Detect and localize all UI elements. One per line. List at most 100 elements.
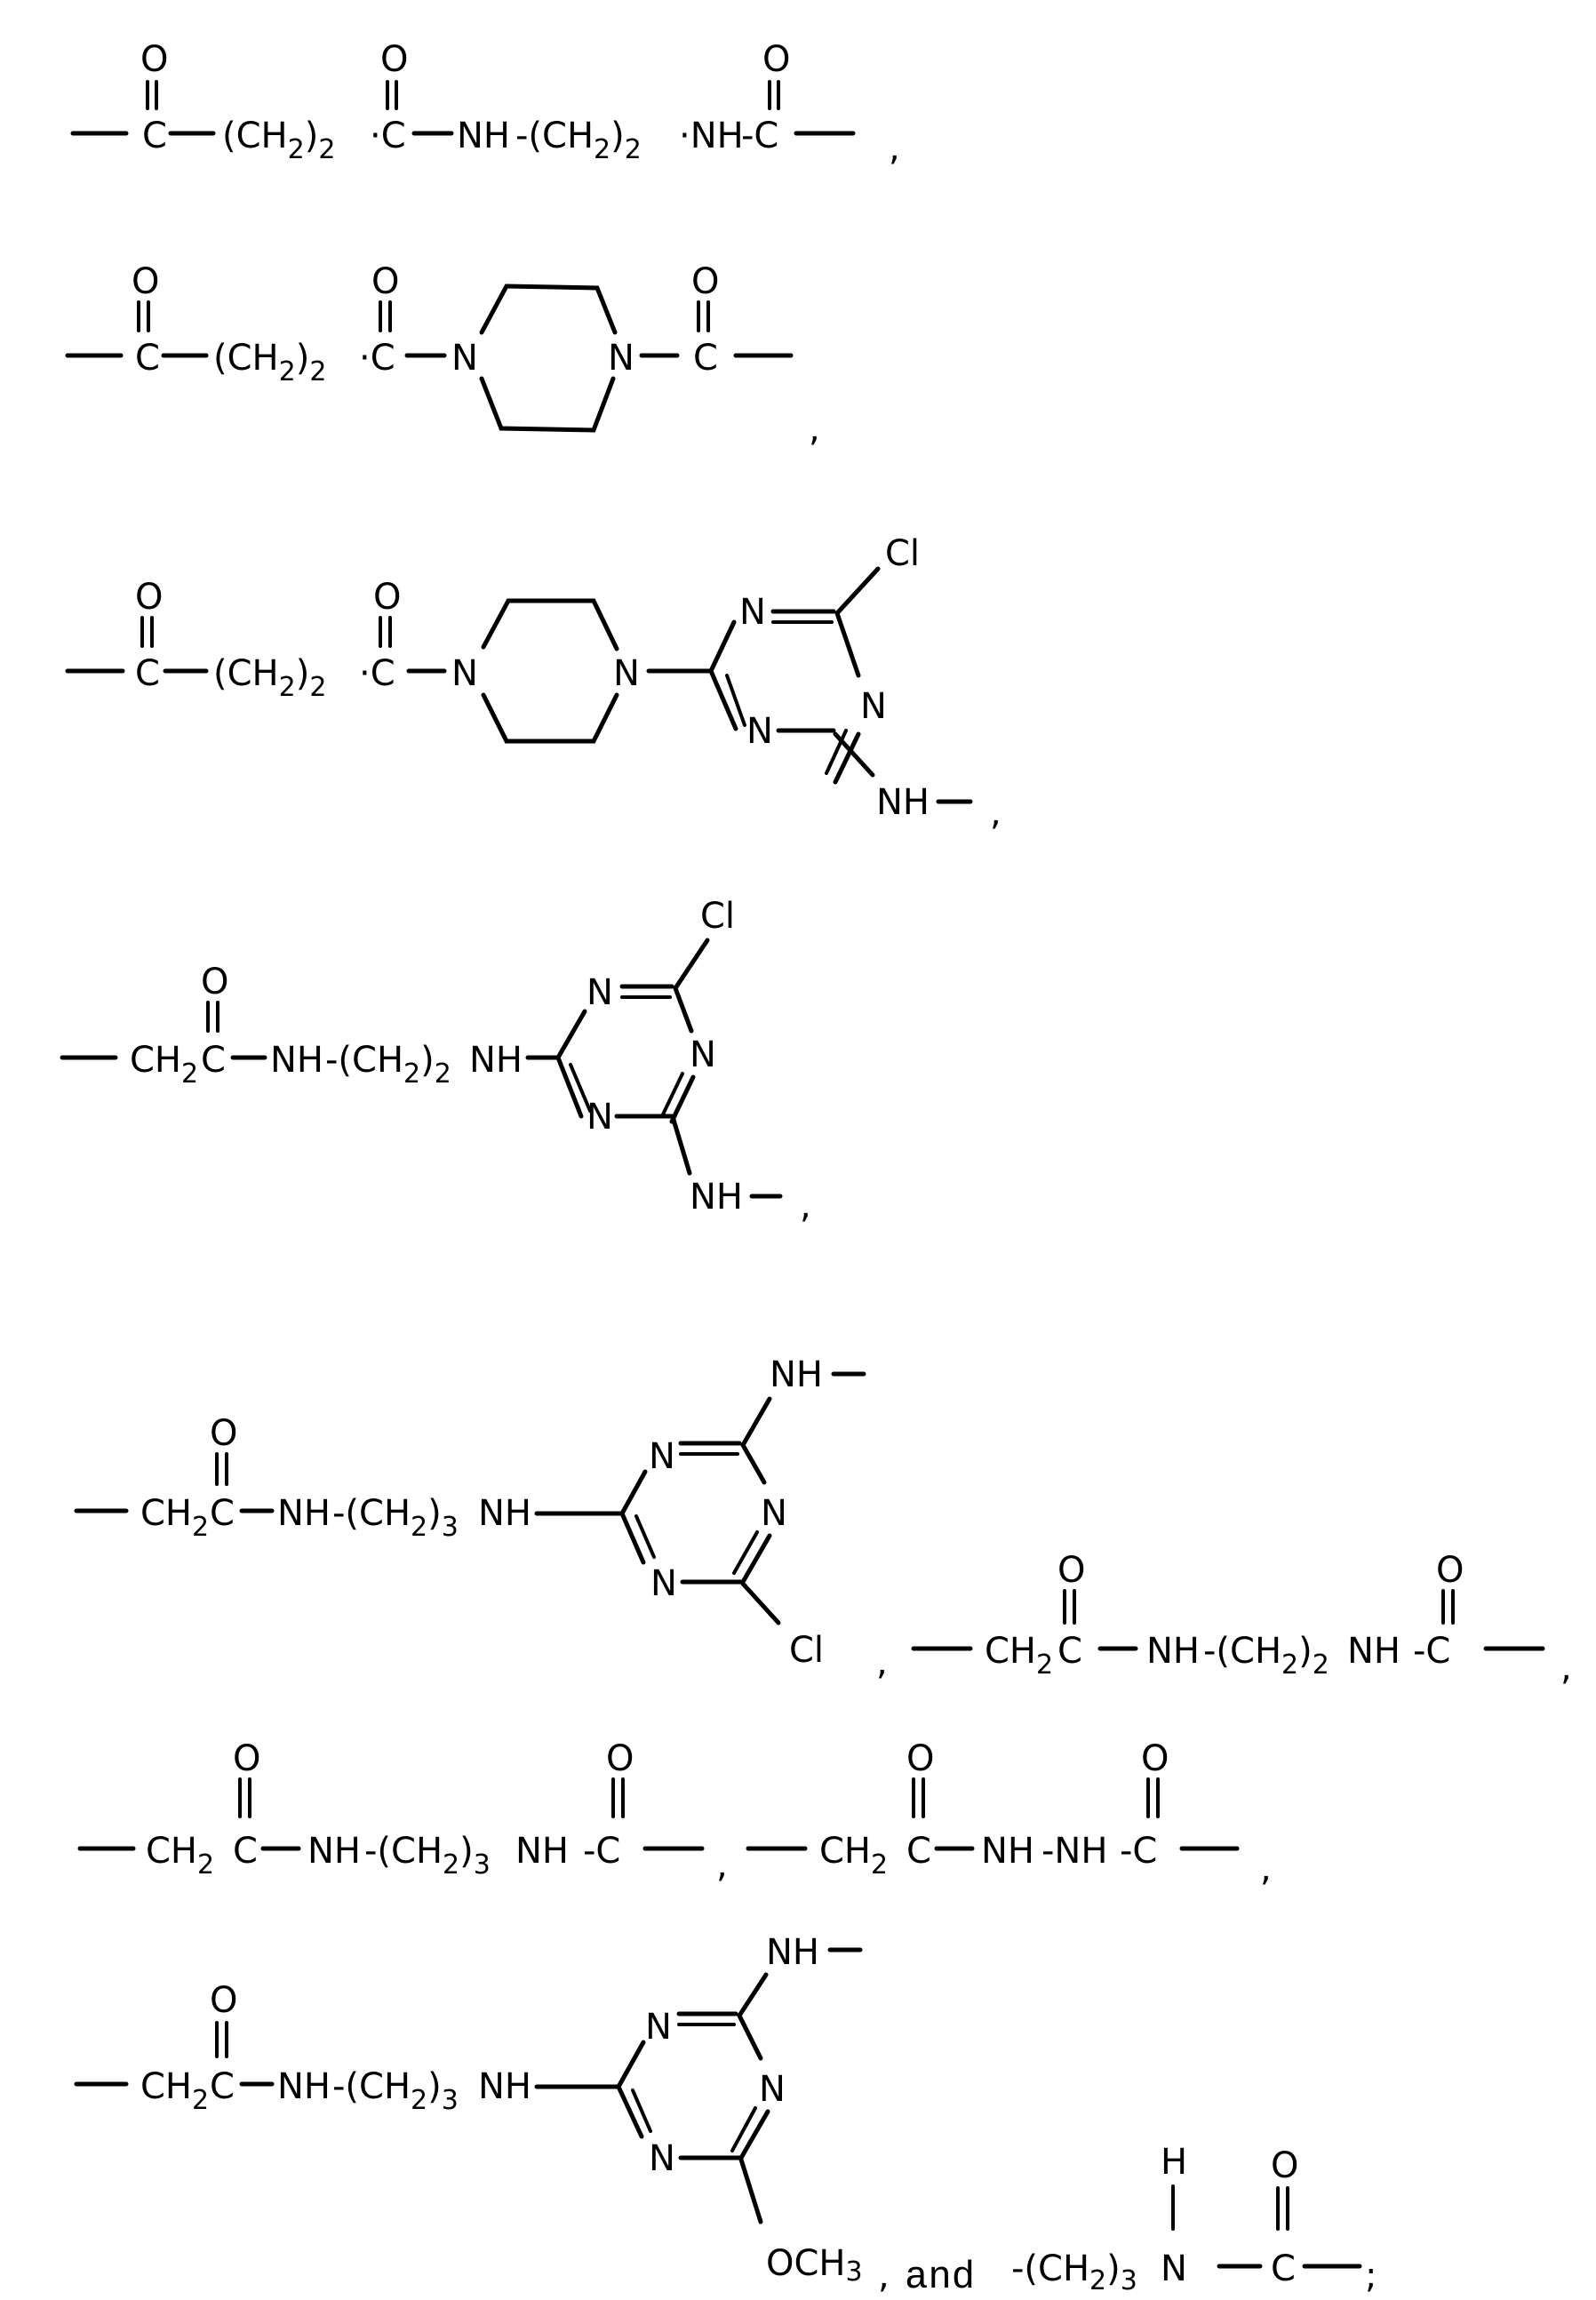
group-nh: NH bbox=[515, 1831, 569, 1872]
group-nh: NH bbox=[876, 782, 930, 823]
atom-c: -C bbox=[1413, 1631, 1450, 1672]
atom-c: C bbox=[693, 338, 718, 379]
atom-n: N bbox=[608, 338, 634, 379]
group-ch2: CH2 bbox=[146, 1831, 214, 1881]
structure-5: CH2 C O NH -(CH2)3 NH N NH N N Cl , bbox=[74, 1354, 888, 1683]
group-ch2: CH2 bbox=[985, 1631, 1053, 1681]
triazine-n: N bbox=[587, 972, 613, 1013]
separator: , bbox=[1560, 1648, 1572, 1689]
triazine-n: N bbox=[759, 2069, 786, 2110]
atom-o: O bbox=[373, 577, 401, 618]
atom-cl: Cl bbox=[885, 533, 920, 574]
atom-c: C bbox=[210, 1493, 235, 1534]
group-ch2: -(CH2)3 bbox=[332, 2066, 459, 2116]
separator: , bbox=[878, 2256, 890, 2296]
separator: , bbox=[990, 793, 1001, 834]
structure-3: C O (CH2)2 ·C O N N N Cl N N NH , bbox=[65, 533, 1001, 834]
atom-o: O bbox=[380, 39, 408, 80]
group-ch2: (CH2)2 bbox=[222, 116, 335, 165]
group-ch2: CH2 bbox=[140, 2066, 209, 2116]
group-nh: NH bbox=[478, 1493, 531, 1534]
atom-c: C bbox=[135, 653, 160, 694]
atom-o: O bbox=[210, 1980, 237, 2021]
group-nh: NH bbox=[1146, 1631, 1200, 1672]
atom-o: O bbox=[1436, 1550, 1464, 1591]
triazine-n: N bbox=[645, 2007, 672, 2048]
atom-o: O bbox=[371, 261, 399, 302]
separator: , bbox=[800, 1186, 811, 1226]
atom-c: ·C bbox=[359, 653, 395, 694]
atom-c: ·C bbox=[370, 116, 406, 156]
group-ch2: -(CH2)3 bbox=[364, 1831, 491, 1881]
triazine-n: N bbox=[739, 592, 766, 633]
atom-o: O bbox=[691, 261, 719, 302]
triazine-n: N bbox=[649, 1436, 675, 1477]
atom-o: O bbox=[606, 1738, 634, 1779]
conjunction-and: and bbox=[905, 2256, 975, 2300]
group-nh-top: NH bbox=[766, 1932, 819, 1973]
separator: , bbox=[809, 409, 820, 450]
atom-h: H bbox=[1161, 2142, 1187, 2183]
atom-c: ·C bbox=[359, 338, 395, 379]
group-ch2: -(CH2)3 bbox=[332, 1493, 459, 1543]
triazine-n: N bbox=[860, 686, 887, 727]
atom-n: N bbox=[1161, 2248, 1187, 2289]
atom-c: C bbox=[906, 1831, 931, 1872]
atom-o: O bbox=[210, 1413, 237, 1454]
separator: , bbox=[876, 1642, 888, 1683]
triazine-n: N bbox=[649, 2138, 675, 2179]
group-nh: NH bbox=[457, 116, 510, 156]
group-ch2: -(CH2)2 bbox=[325, 1040, 451, 1090]
structure-9: CH2 C O NH -(CH2)3 NH N NH N N OCH3 , bbox=[74, 1932, 890, 2296]
atom-c: C bbox=[1271, 2248, 1296, 2289]
triazine-n: N bbox=[746, 711, 773, 752]
terminator-semicolon: ; bbox=[1365, 2256, 1377, 2296]
group-ch2: (CH2)2 bbox=[213, 653, 326, 703]
atom-o: O bbox=[233, 1738, 260, 1779]
separator: , bbox=[1260, 1849, 1272, 1889]
atom-n: N bbox=[613, 653, 640, 694]
atom-o: O bbox=[762, 39, 790, 80]
structure-6: CH2 C O NH -(CH2)2 NH -C O , bbox=[911, 1550, 1572, 1689]
group-nh-top: NH bbox=[770, 1354, 823, 1395]
atom-cl: Cl bbox=[700, 896, 735, 937]
atom-n: N bbox=[451, 338, 478, 379]
atom-c: C bbox=[233, 1831, 258, 1872]
group-ch2: (CH2)2 bbox=[213, 338, 326, 387]
structure-8: CH2 C O NH -NH -C O , bbox=[746, 1738, 1272, 1889]
group-nh: NH bbox=[690, 1177, 743, 1218]
atom-n: N bbox=[451, 653, 478, 694]
atom-cl: Cl bbox=[789, 1630, 824, 1671]
group-nh: NH bbox=[307, 1831, 361, 1872]
separator: , bbox=[716, 1845, 728, 1886]
atom-c: -C bbox=[1120, 1831, 1157, 1872]
atom-c: C bbox=[201, 1040, 226, 1081]
group-nh: NH bbox=[478, 2066, 531, 2107]
atom-o: O bbox=[1141, 1738, 1169, 1779]
structure-4: CH2 C O NH -(CH2)2 NH N Cl N N NH , bbox=[60, 896, 811, 1226]
group-nh: NH bbox=[469, 1040, 523, 1081]
group-ch2: CH2 bbox=[130, 1040, 198, 1090]
separator: , bbox=[889, 128, 900, 169]
atom-c: C bbox=[135, 338, 160, 379]
atom-o: O bbox=[140, 39, 168, 80]
group-nh: NH bbox=[1347, 1631, 1400, 1672]
group-ch2: -(CH2)2 bbox=[1203, 1631, 1329, 1681]
group-nh: NH bbox=[270, 1040, 323, 1081]
group-ch2: CH2 bbox=[140, 1493, 209, 1543]
group-ch2: -(CH2)3 bbox=[1011, 2248, 1137, 2296]
atom-c: C bbox=[1057, 1631, 1082, 1672]
triazine-n: N bbox=[587, 1097, 613, 1138]
atom-o: O bbox=[1057, 1550, 1085, 1591]
structure-2: C O (CH2)2 ·C O N N C O , bbox=[65, 261, 820, 450]
group-ch2: CH2 bbox=[819, 1831, 888, 1881]
group-nh: ·NH bbox=[679, 116, 744, 156]
atom-o: O bbox=[906, 1738, 934, 1779]
structure-7: CH2 C O NH -(CH2)3 NH -C O , bbox=[77, 1738, 728, 1886]
group-nh: NH bbox=[277, 2066, 331, 2107]
group-nh: NH bbox=[981, 1831, 1034, 1872]
atom-o: O bbox=[201, 962, 228, 1002]
group-nh: NH bbox=[277, 1493, 331, 1534]
structure-10: and -(CH2)3 N H C O ; bbox=[905, 2142, 1377, 2300]
